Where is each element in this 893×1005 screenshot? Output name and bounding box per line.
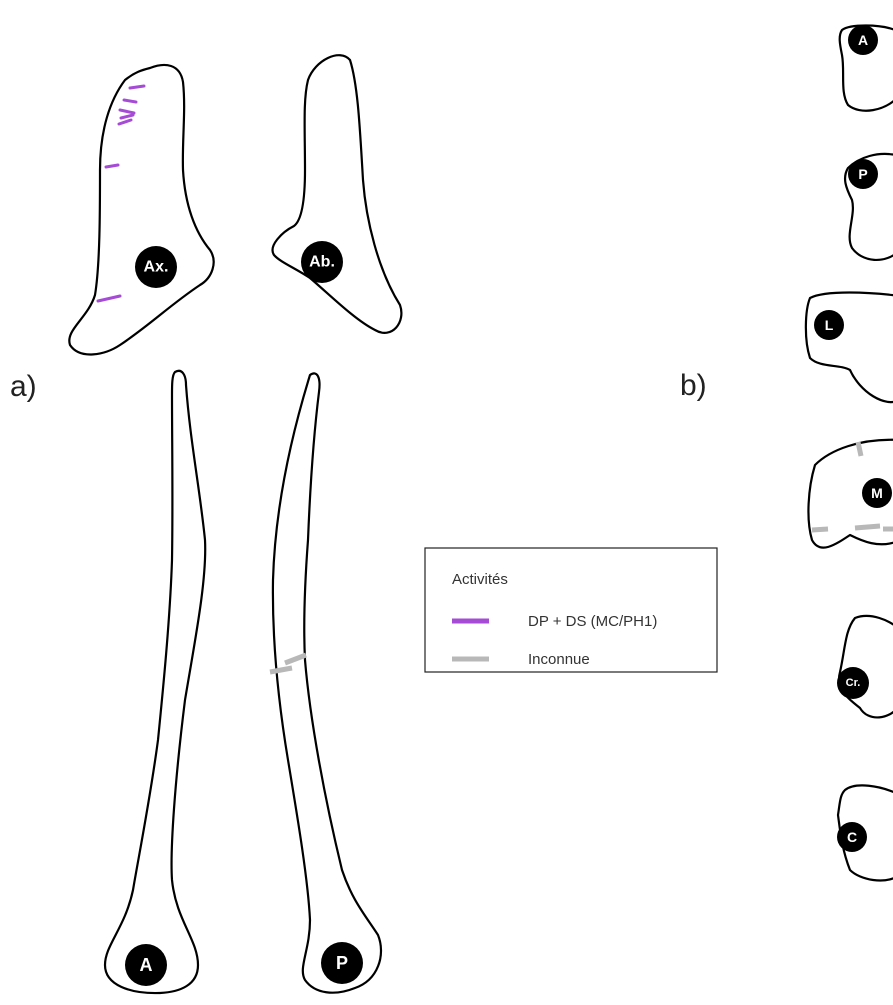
svg-text:A: A bbox=[858, 32, 868, 48]
svg-text:C: C bbox=[847, 829, 857, 845]
abaxial-view bbox=[273, 55, 402, 333]
badge-section-anterior: A bbox=[848, 25, 878, 55]
badge-abaxial: Ab. bbox=[301, 241, 343, 283]
posterior-view bbox=[270, 373, 381, 992]
svg-text:A: A bbox=[140, 955, 153, 975]
svg-text:Ab.: Ab. bbox=[309, 254, 335, 271]
legend-label-grey: Inconnue bbox=[528, 651, 590, 668]
anterior-view bbox=[105, 371, 205, 993]
badge-section-lateral: L bbox=[814, 310, 844, 340]
badge-section-medial: M bbox=[862, 478, 892, 508]
svg-text:P: P bbox=[858, 166, 867, 182]
section-lateral bbox=[806, 293, 893, 403]
badge-axial: Ax. bbox=[135, 246, 177, 288]
section-cranial bbox=[839, 616, 893, 718]
svg-text:Cr.: Cr. bbox=[846, 677, 861, 689]
legend-title: Activités bbox=[452, 571, 508, 588]
svg-text:P: P bbox=[336, 953, 348, 973]
panel-label-a: a) bbox=[10, 370, 37, 403]
panel-label-b: b) bbox=[680, 369, 707, 402]
badge-section-cranial: Cr. bbox=[837, 667, 869, 699]
badge-section-posterior: P bbox=[848, 159, 878, 189]
legend-label-purple: DP + DS (MC/PH1) bbox=[528, 613, 657, 630]
badge-section-caudal: C bbox=[837, 822, 867, 852]
svg-text:L: L bbox=[825, 317, 834, 333]
badge-posterior: P bbox=[321, 942, 363, 984]
legend: Activités DP + DS (MC/PH1) Inconnue bbox=[425, 548, 717, 672]
svg-text:Ax.: Ax. bbox=[144, 259, 169, 276]
axial-view bbox=[69, 65, 213, 355]
badge-anterior: A bbox=[125, 944, 167, 986]
svg-text:M: M bbox=[871, 485, 883, 501]
